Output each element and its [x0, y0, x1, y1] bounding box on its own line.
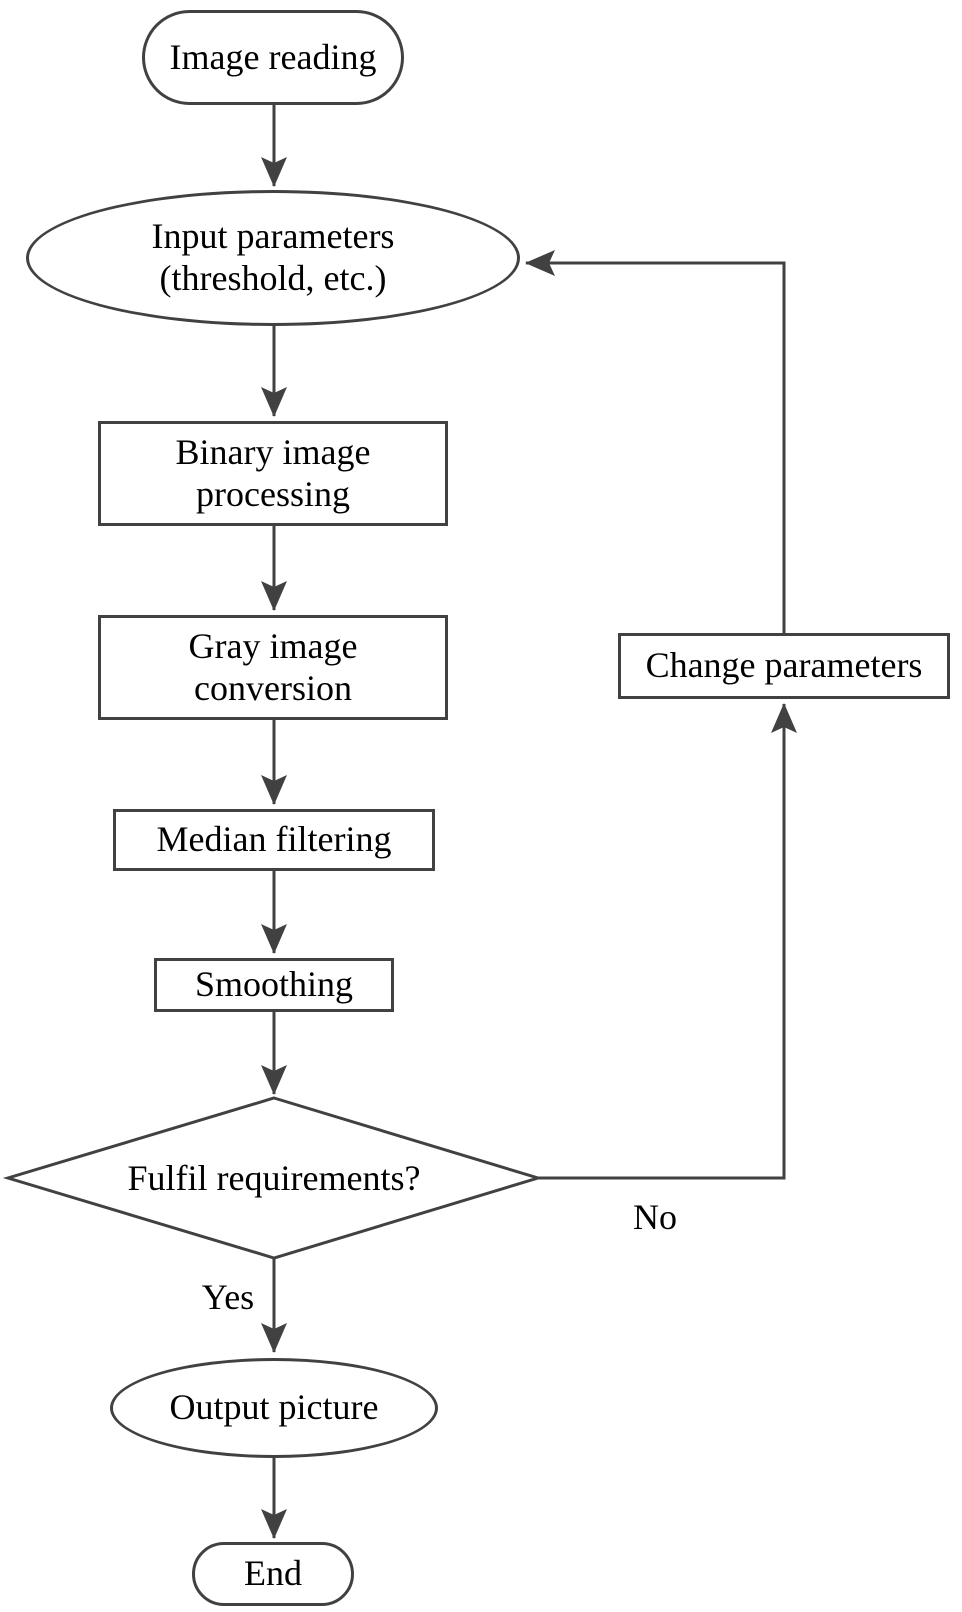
node-smoothing: Smoothing	[154, 958, 394, 1012]
node-gray-image-conversion: Gray image conversion	[98, 615, 448, 720]
node-image-reading: Image reading	[142, 10, 404, 105]
node-change-parameters-label: Change parameters	[645, 645, 923, 686]
node-median-filtering: Median filtering	[113, 809, 435, 871]
node-output-picture-label: Output picture	[169, 1387, 379, 1428]
edge-decision-no-to-change	[538, 703, 797, 1180]
node-input-parameters: Input parameters (threshold, etc.)	[26, 190, 520, 326]
node-end-label: End	[244, 1553, 302, 1594]
node-smoothing-label: Smoothing	[194, 964, 354, 1005]
node-gray-label-line1: Gray image	[188, 625, 358, 666]
node-output-picture: Output picture	[110, 1358, 438, 1458]
node-change-parameters: Change parameters	[618, 633, 950, 699]
node-binary-label-line2: processing	[196, 473, 350, 514]
node-end: End	[192, 1542, 354, 1606]
node-median-filtering-label: Median filtering	[156, 819, 392, 860]
node-gray-label-line2: conversion	[194, 667, 352, 708]
decision-diamond-shape	[2, 1096, 544, 1260]
node-image-reading-label: Image reading	[169, 36, 377, 77]
node-input-parameters-label-line2: (threshold, etc.)	[159, 258, 387, 298]
edge-change-to-input	[525, 250, 786, 633]
node-binary-label-line1: Binary image	[175, 431, 371, 472]
edge-label-yes: Yes	[201, 1277, 255, 1317]
node-fulfil-requirements-label: Fulfil requirements?	[127, 1158, 421, 1198]
node-binary-image-processing: Binary image processing	[98, 421, 448, 526]
node-input-parameters-label-line1: Input parameters	[151, 216, 395, 257]
edge-label-no: No	[633, 1197, 677, 1237]
node-fulfil-requirements: Fulfil requirements?	[42, 1138, 506, 1218]
